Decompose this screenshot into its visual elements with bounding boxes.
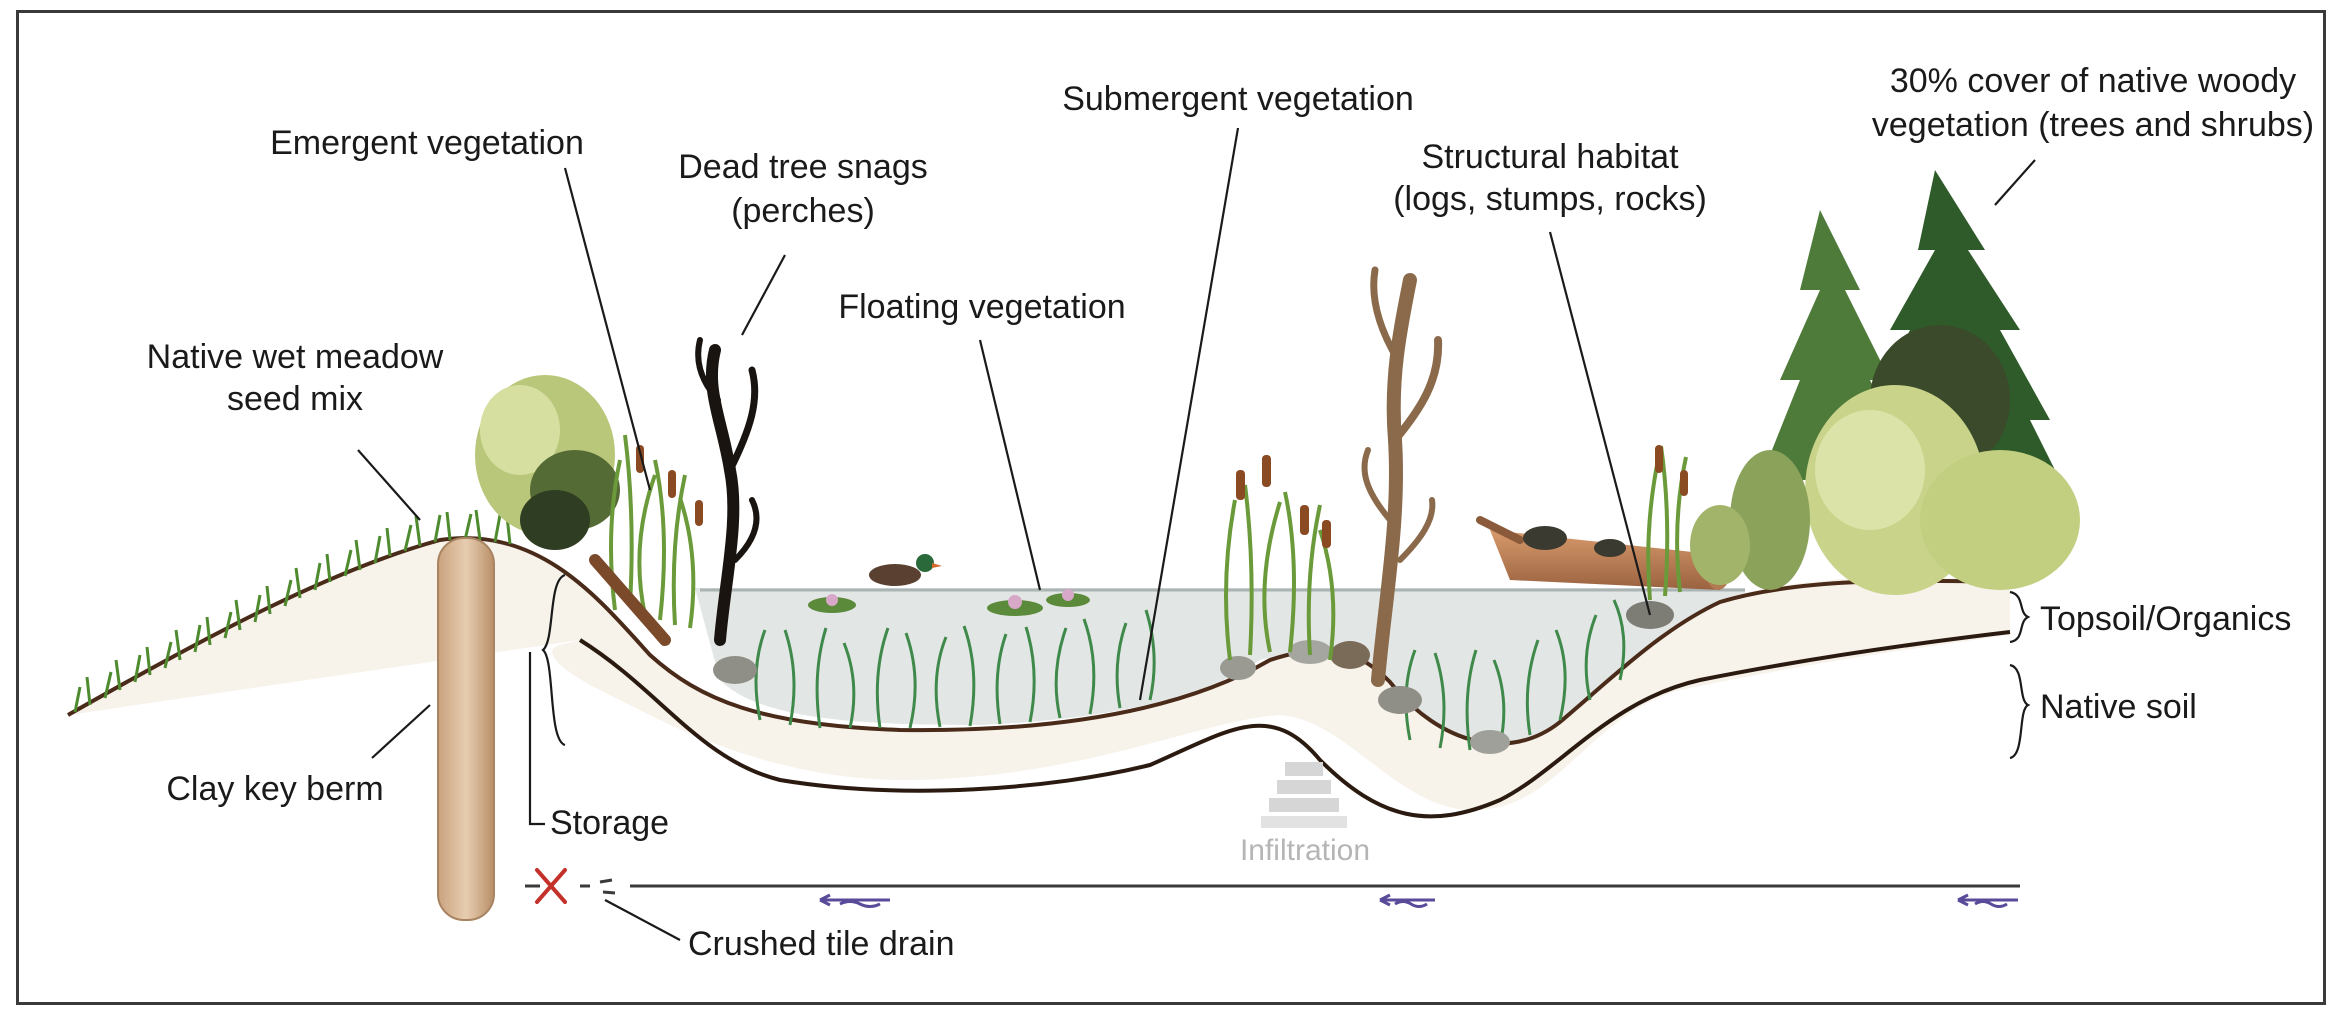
label-woody-cover: 30% cover of native woody bbox=[1890, 62, 2296, 100]
cattails-right bbox=[1655, 445, 1688, 496]
clay-key-berm bbox=[438, 538, 494, 920]
leader-dead-snags bbox=[742, 255, 785, 335]
leader-tile-drain bbox=[605, 900, 680, 940]
leader-wet-meadow bbox=[358, 450, 420, 520]
topsoil-brace bbox=[2010, 592, 2028, 642]
label-clay-key-berm: Clay key berm bbox=[166, 770, 383, 808]
leader-floating bbox=[980, 340, 1040, 590]
native-soil-brace bbox=[2010, 665, 2028, 758]
label-native-soil: Native soil bbox=[2040, 688, 2197, 726]
label-dead-tree-snags: Dead tree snags bbox=[678, 148, 928, 186]
label-native-wet-meadow: Native wet meadow bbox=[147, 338, 444, 376]
label-storage: Storage bbox=[550, 804, 669, 842]
label-crushed-tile-drain: Crushed tile drain bbox=[688, 925, 954, 963]
label-perches: (perches) bbox=[731, 192, 875, 230]
label-topsoil-organics: Topsoil/Organics bbox=[2040, 600, 2291, 638]
berm-shrub bbox=[475, 375, 620, 550]
label-emergent-vegetation: Emergent vegetation bbox=[270, 124, 584, 162]
label-infiltration: Infiltration bbox=[1240, 834, 1370, 867]
label-floating-vegetation: Floating vegetation bbox=[838, 288, 1125, 326]
flow-arrow-icons bbox=[820, 895, 2018, 907]
duck bbox=[869, 554, 942, 586]
drain-x-icon bbox=[537, 870, 565, 902]
label-seed-mix: seed mix bbox=[227, 380, 363, 418]
drain-broken-segment bbox=[525, 880, 615, 893]
label-logs-stumps-rocks: (logs, stumps, rocks) bbox=[1393, 180, 1707, 218]
label-submergent-vegetation: Submergent vegetation bbox=[1062, 80, 1414, 118]
label-structural-habitat: Structural habitat bbox=[1421, 138, 1679, 176]
leader-clay-berm bbox=[372, 705, 430, 758]
leader-woody bbox=[1995, 160, 2035, 205]
woody-vegetation bbox=[1690, 170, 2080, 595]
label-trees-and-shrubs: vegetation (trees and shrubs) bbox=[1872, 106, 2314, 144]
